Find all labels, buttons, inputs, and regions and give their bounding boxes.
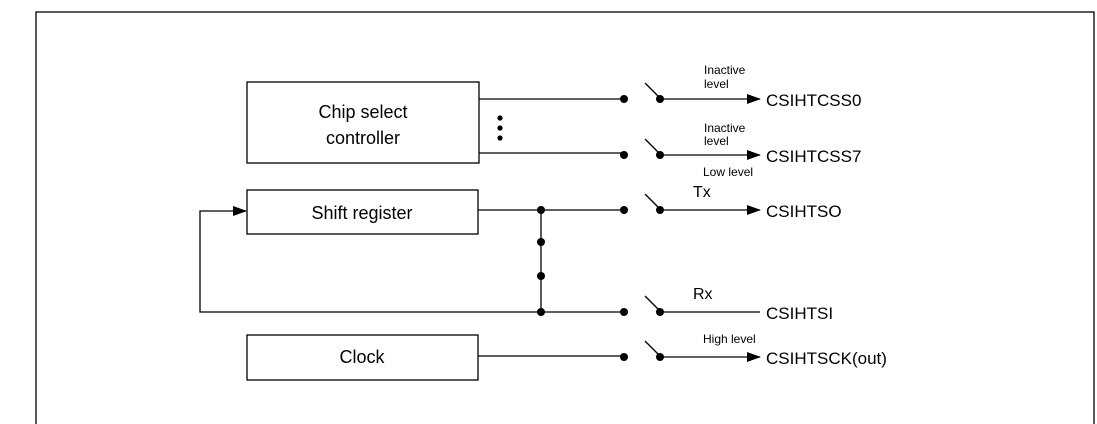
switch-contact-left xyxy=(620,308,628,316)
switch-so xyxy=(620,193,761,215)
cs0-inactive-label-1: Inactive xyxy=(704,63,746,77)
cs7-inactive-label-1: Inactive xyxy=(704,121,746,135)
junction-dot-mid2 xyxy=(537,272,545,280)
switch-contact-left xyxy=(620,95,628,103)
switch-blade xyxy=(644,295,660,311)
switch-contact-left xyxy=(620,151,628,159)
switch-sck xyxy=(620,340,761,362)
switch-cs0 xyxy=(620,82,761,104)
clock-box xyxy=(246,334,479,381)
signal-label-sck: CSIHTSCK(out) xyxy=(766,349,887,368)
shift-register-label: Shift register xyxy=(311,203,412,223)
cs7-low-level-label: Low level xyxy=(703,165,753,179)
signal-label-cs7: CSIHTCSS7 xyxy=(766,147,861,166)
switch-blade xyxy=(644,340,660,356)
switch-si xyxy=(620,295,760,316)
chip-select-controller-box xyxy=(246,81,480,164)
rx-label: Rx xyxy=(693,286,713,303)
switch-cs7 xyxy=(620,138,761,160)
switch-contact-left xyxy=(620,353,628,361)
switch-blade xyxy=(644,193,660,209)
high-level-label: High level xyxy=(703,332,756,346)
ellipsis-dot-2 xyxy=(497,125,503,131)
ellipsis-dot-1 xyxy=(497,115,503,121)
diagram-frame xyxy=(35,11,1095,424)
junction-dot-so xyxy=(537,206,545,214)
tx-label: Tx xyxy=(693,184,711,201)
signal-label-so: CSIHTSO xyxy=(766,202,842,221)
junction-dot-mid1 xyxy=(537,238,545,246)
feedback-loop-line xyxy=(199,206,541,313)
cs0-inactive-label-2: level xyxy=(704,77,729,91)
chip-select-label-line1: Chip select xyxy=(318,102,407,122)
ellipsis-dot-3 xyxy=(497,135,503,141)
clock-label: Clock xyxy=(339,347,385,367)
cs7-inactive-label-2: level xyxy=(704,134,729,148)
signal-label-si: CSIHTSI xyxy=(766,304,833,323)
shift-register-box xyxy=(246,189,479,235)
switch-blade xyxy=(644,82,660,98)
signal-label-cs0: CSIHTCSS0 xyxy=(766,91,861,110)
switch-blade xyxy=(644,138,660,154)
switch-contact-left xyxy=(620,206,628,214)
chip-select-label-line2: controller xyxy=(326,128,400,148)
